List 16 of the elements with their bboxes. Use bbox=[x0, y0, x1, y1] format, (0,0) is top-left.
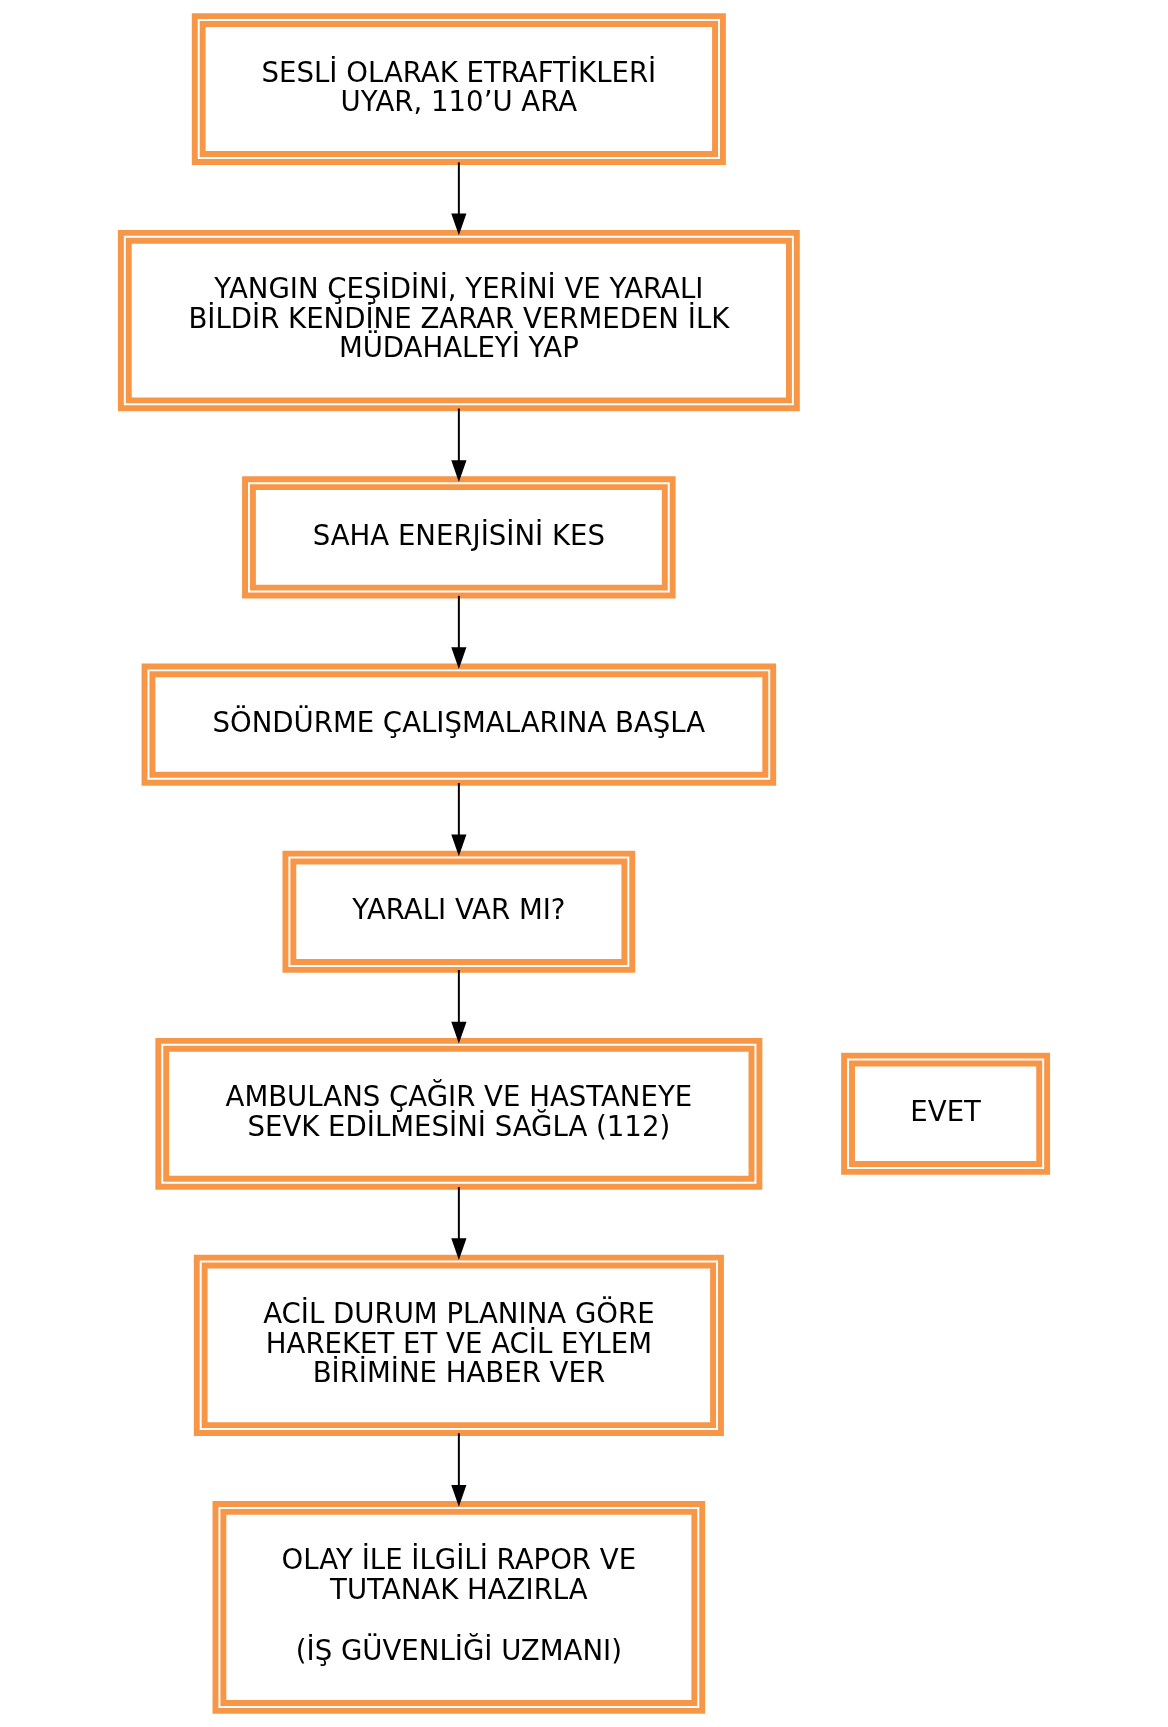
arrow bbox=[451, 161, 467, 236]
arrow bbox=[451, 594, 467, 669]
node-box: YANGIN ÇEŞİDİNİ, YERİNİ VE YARALI BİLDİR KENDİNE ZARAR VERMEDEN İLK MÜDAHALEYİ YAP bbox=[117, 229, 800, 412]
node-box: YARALI VAR MI? bbox=[282, 850, 636, 973]
node-box: OLAY İLE İLGİLİ RAPOR VE TUTANAK HAZIRLA (İŞ GÜVENLİĞİ UZMANI) bbox=[212, 1501, 706, 1714]
arrow bbox=[451, 782, 467, 857]
node-box: AMBULANS ÇAĞIR VE HASTANEYE SEVK EDİLMESİNİ SAĞLA (112) bbox=[155, 1037, 763, 1190]
arrow bbox=[451, 407, 467, 483]
arrow bbox=[451, 1432, 467, 1507]
node-box: EVET bbox=[841, 1052, 1051, 1175]
node-box: SAHA ENERJİSİNİ KES bbox=[242, 476, 676, 599]
node-box: SÖNDÜRME ÇALIŞMALARINA BAŞLA bbox=[141, 663, 777, 786]
arrow bbox=[451, 969, 467, 1044]
arrow bbox=[451, 1186, 467, 1261]
node-box: ACİL DURUM PLANINA GÖRE HAREKET ET VE ACİL EYLEM BİRİMİNE HABER VER bbox=[193, 1254, 724, 1436]
node-box: SESLİ OLARAK ETRAFTİKLERİ UYAR, 110’U ARA bbox=[191, 13, 726, 165]
